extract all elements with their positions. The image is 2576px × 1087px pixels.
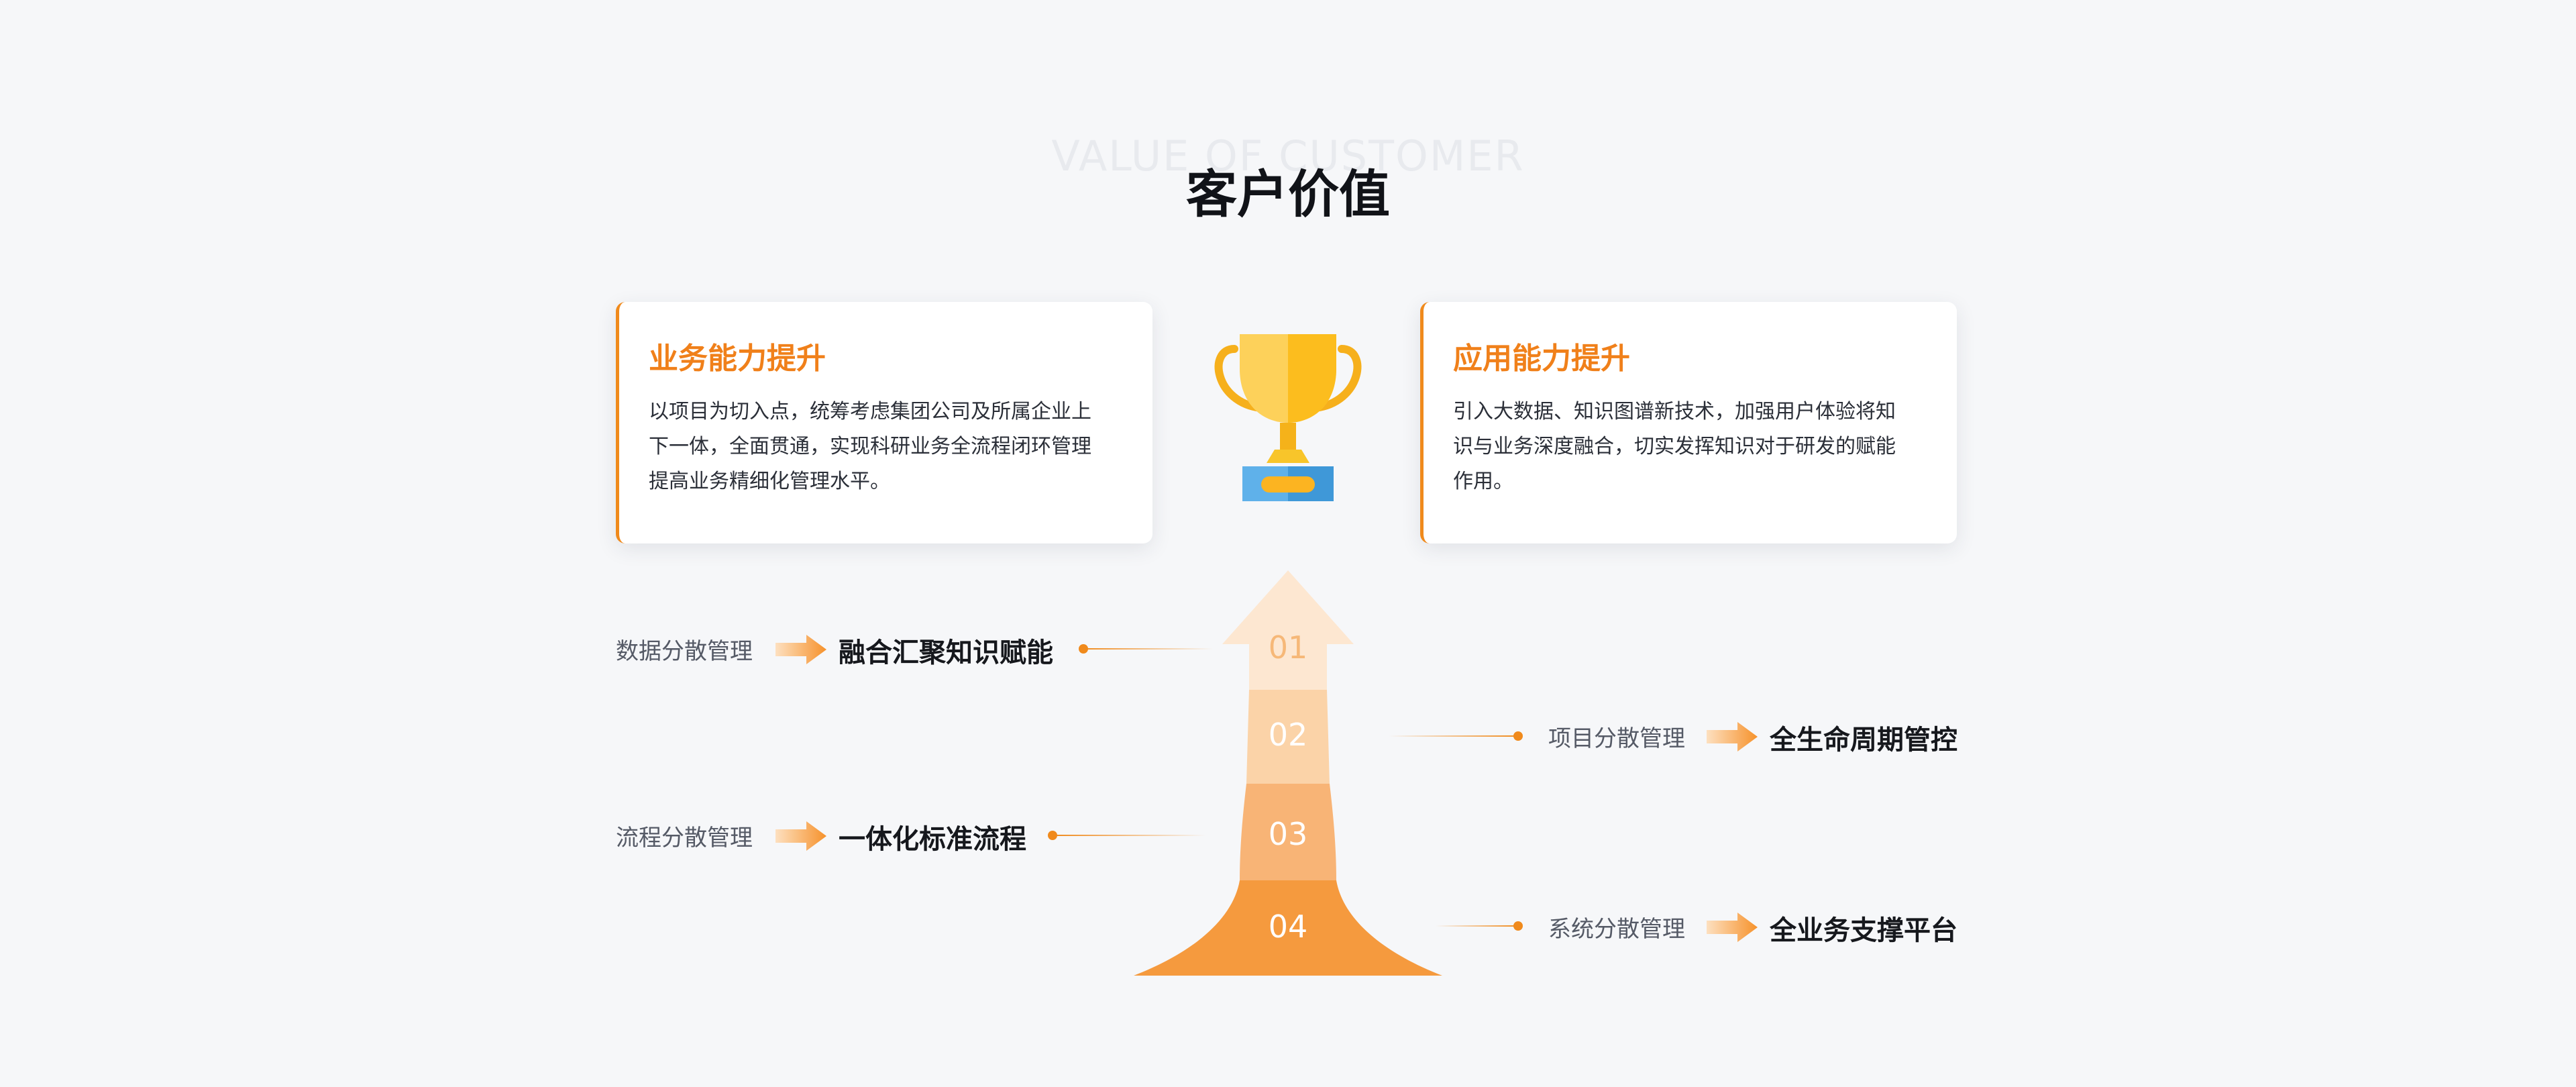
card-line: 以项目为切入点，统筹考虑集团公司及所属企业上 <box>649 400 1091 423</box>
step-number-01: 01 <box>1268 629 1308 666</box>
row-from-label: 数据分散管理 <box>616 638 753 665</box>
card-title: 应用能力提升 <box>1453 342 1630 376</box>
section-subtitle-en: VALUE OF CUSTOMER <box>1051 132 1525 180</box>
card-line: 下一体，全面贯通，实现科研业务全流程闭环管理 <box>649 435 1091 458</box>
right-arrow-icon <box>1707 722 1758 752</box>
row-to-value: 全业务支撑平台 <box>1770 915 1957 946</box>
right-arrow-icon <box>775 821 826 851</box>
card-line: 提高业务精细化管理水平。 <box>649 470 890 493</box>
trophy-icon <box>1214 334 1362 501</box>
growth-arrow-shape <box>1134 570 1442 976</box>
connector-line <box>1079 644 1213 654</box>
connector-line <box>1436 921 1523 931</box>
right-arrow-icon <box>775 635 826 664</box>
row-to-value: 融合汇聚知识赋能 <box>839 637 1053 668</box>
step-number-02: 02 <box>1268 717 1308 753</box>
section-title: 客户价值 <box>1186 164 1390 224</box>
step-number-04: 04 <box>1268 909 1308 945</box>
growth-arrow: 01 02 03 04 <box>1132 570 1444 977</box>
row-to-value: 全生命周期管控 <box>1770 725 1957 756</box>
connector-line <box>1389 731 1523 741</box>
card-line: 识与业务深度融合，切实发挥知识对于研发的赋能 <box>1453 435 1896 458</box>
card-line: 作用。 <box>1453 470 1513 493</box>
connector-line <box>1048 831 1206 840</box>
card-title: 业务能力提升 <box>649 342 826 376</box>
card-application-capability: 应用能力提升 引入大数据、知识图谱新技术，加强用户体验将知 识与业务深度融合，切… <box>1420 302 1957 544</box>
step-number-03: 03 <box>1268 816 1308 852</box>
row-from-label: 项目分散管理 <box>1548 725 1685 752</box>
right-arrow-icon <box>1707 913 1758 942</box>
card-business-capability: 业务能力提升 以项目为切入点，统筹考虑集团公司及所属企业上 下一体，全面贯通，实… <box>616 302 1152 544</box>
card-line: 引入大数据、知识图谱新技术，加强用户体验将知 <box>1453 400 1896 423</box>
row-to-value: 一体化标准流程 <box>839 824 1026 855</box>
row-from-label: 流程分散管理 <box>616 825 753 851</box>
row-from-label: 系统分散管理 <box>1548 916 1685 943</box>
